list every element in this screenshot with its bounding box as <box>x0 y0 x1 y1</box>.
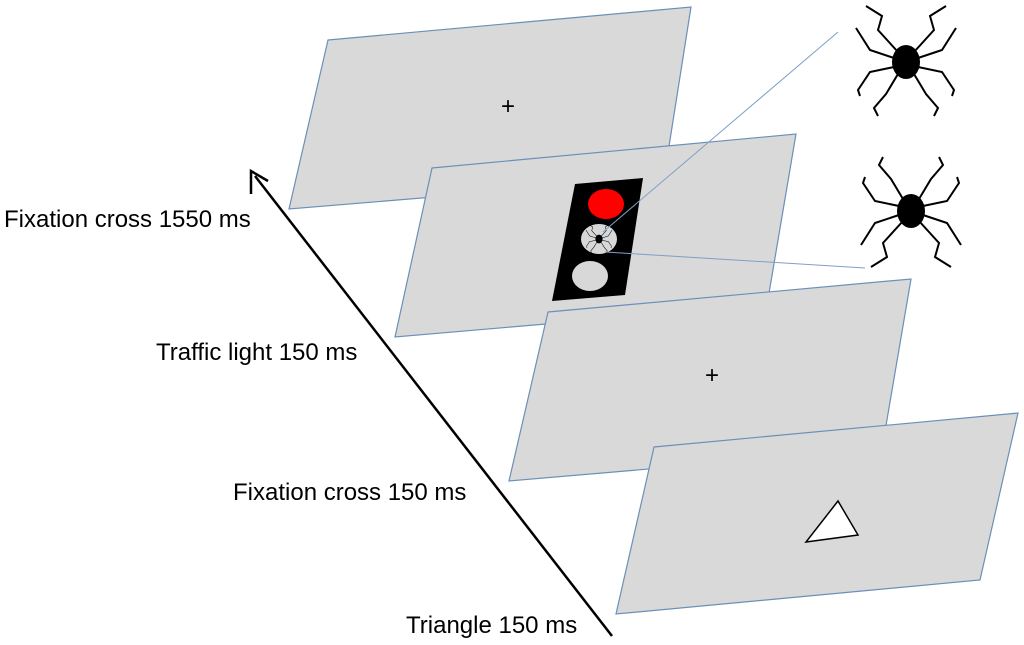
stage-panel-4 <box>615 412 1019 615</box>
stage-label-fixation-1550: Fixation cross 1550 ms <box>4 206 251 233</box>
time-arrow-head <box>249 168 269 194</box>
screen-panel <box>615 412 1019 615</box>
top-light <box>588 189 624 219</box>
callout-line <box>602 31 839 233</box>
fixation-cross: + <box>501 93 515 120</box>
bottom-light <box>572 261 608 291</box>
triangle-stimulus <box>804 499 860 543</box>
callout-line <box>604 251 866 269</box>
stage-label-fixation-150: Fixation cross 150 ms <box>233 479 467 506</box>
traffic-light <box>552 178 643 301</box>
spider-icon <box>855 5 957 117</box>
stage-panel-2 <box>394 133 797 338</box>
time-arrow <box>254 175 613 637</box>
stage-label-traffic-light: Traffic light 150 ms <box>156 339 358 366</box>
stage-label-triangle: Triangle 150 ms <box>406 612 578 639</box>
spider-icon <box>860 156 962 268</box>
fixation-cross: + <box>705 362 719 389</box>
